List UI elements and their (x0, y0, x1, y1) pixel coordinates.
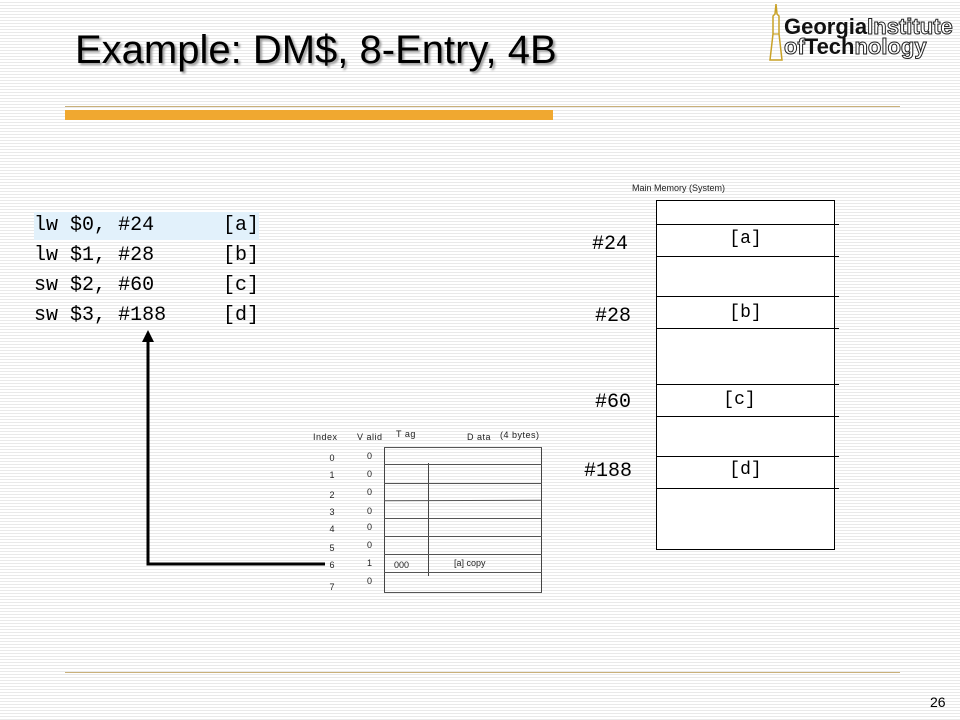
title-accent-bar (65, 110, 553, 120)
row-line (384, 447, 542, 448)
table-right-border (541, 447, 542, 593)
header-index: Index (313, 432, 338, 442)
instruction-row: sw $3, #188 (34, 302, 166, 330)
cache-index: 3 (329, 507, 335, 517)
instr-reg: $0, (70, 214, 107, 237)
memory-divider (656, 296, 839, 297)
header-valid: V alid (357, 432, 383, 442)
title-rule (65, 106, 900, 107)
memory-divider (656, 488, 839, 489)
memory-value: [a] (729, 229, 762, 249)
logo-institute: Institute (867, 14, 954, 39)
tag-data-divider (428, 463, 429, 576)
row-line (384, 464, 542, 465)
cache-valid: 0 (367, 487, 373, 497)
memory-divider (656, 384, 839, 385)
main-memory-block (656, 200, 835, 550)
memory-value: [d] (729, 460, 762, 480)
instr-op: sw (34, 274, 59, 297)
cache-index: 2 (329, 490, 335, 500)
instr-addr: #188 (118, 304, 167, 327)
cache-valid: 0 (367, 469, 373, 479)
instr-reg: $2, (70, 274, 107, 297)
instr-addr: #60 (118, 274, 155, 297)
header-data-size: (4 bytes) (500, 430, 540, 440)
logo-nology: nology (854, 34, 927, 59)
instruction-row: lw $0, #24 (34, 212, 259, 240)
logo-georgia: Georgia (784, 14, 868, 39)
pointer-arrow (142, 330, 325, 566)
cache-index: 1 (329, 470, 335, 480)
logo-of: of (784, 34, 806, 59)
cache-valid: 0 (367, 451, 373, 461)
instr-addr: #28 (118, 244, 155, 267)
row-line (384, 483, 542, 484)
valid-tag-divider (384, 447, 385, 593)
memory-divider (656, 456, 839, 457)
memory-address: #28 (595, 305, 632, 328)
row-line (384, 572, 542, 573)
georgia-tech-logo: GeorgiaInstitute ofTechnology (768, 4, 953, 64)
instr-data: [d] (223, 304, 260, 327)
instr-data: [a] (223, 214, 260, 237)
cache-valid: 1 (367, 558, 373, 568)
logo-line-2: ofTechnology (784, 34, 928, 59)
cache-index: 0 (329, 453, 335, 463)
instr-reg: $1, (70, 244, 107, 267)
cache-data: [a] copy (454, 558, 486, 568)
cache-valid: 0 (367, 540, 373, 550)
memory-divider (656, 416, 839, 417)
instr-data: [b] (223, 244, 260, 267)
row-line (384, 536, 542, 537)
instr-op: sw (34, 304, 59, 327)
instr-addr: #24 (118, 214, 155, 237)
row-line (384, 592, 542, 593)
footer-rule (65, 672, 900, 673)
slide-title: Example: DM$, 8-Entry, 4B (75, 28, 557, 72)
instruction-row: lw $1, #28 (34, 242, 154, 270)
cache-index: 7 (329, 582, 335, 592)
cache-tag: 000 (394, 560, 410, 570)
memory-value: [c] (723, 390, 756, 410)
header-data: D ata (467, 432, 492, 442)
memory-divider (656, 328, 839, 329)
logo-line-1: GeorgiaInstitute (784, 14, 954, 39)
memory-address: #188 (584, 460, 633, 483)
instr-op: lw (34, 244, 59, 267)
instr-reg: $3, (70, 304, 107, 327)
row-line (384, 554, 542, 555)
row-line (384, 518, 542, 519)
page-number: 26 (930, 694, 946, 710)
cache-index: 5 (329, 543, 335, 553)
instr-data: [c] (223, 274, 260, 297)
memory-divider (656, 224, 839, 225)
cache-valid: 0 (367, 506, 373, 516)
cache-index: 6 (329, 560, 335, 570)
memory-address: #60 (595, 391, 632, 414)
instr-op: lw (34, 214, 59, 237)
row-line (383, 499, 543, 502)
memory-value: [b] (729, 303, 762, 323)
tower-icon (769, 4, 783, 61)
cache-valid: 0 (367, 522, 373, 532)
header-tag: T ag (396, 429, 416, 439)
memory-divider (656, 256, 839, 257)
cache-valid: 0 (367, 576, 373, 586)
memory-address: #24 (592, 233, 629, 256)
logo-tech: Tech (804, 34, 855, 59)
main-memory-label: Main Memory (System) (632, 183, 726, 193)
instruction-row: sw $2, #60 (34, 272, 154, 300)
cache-index: 4 (329, 524, 335, 534)
